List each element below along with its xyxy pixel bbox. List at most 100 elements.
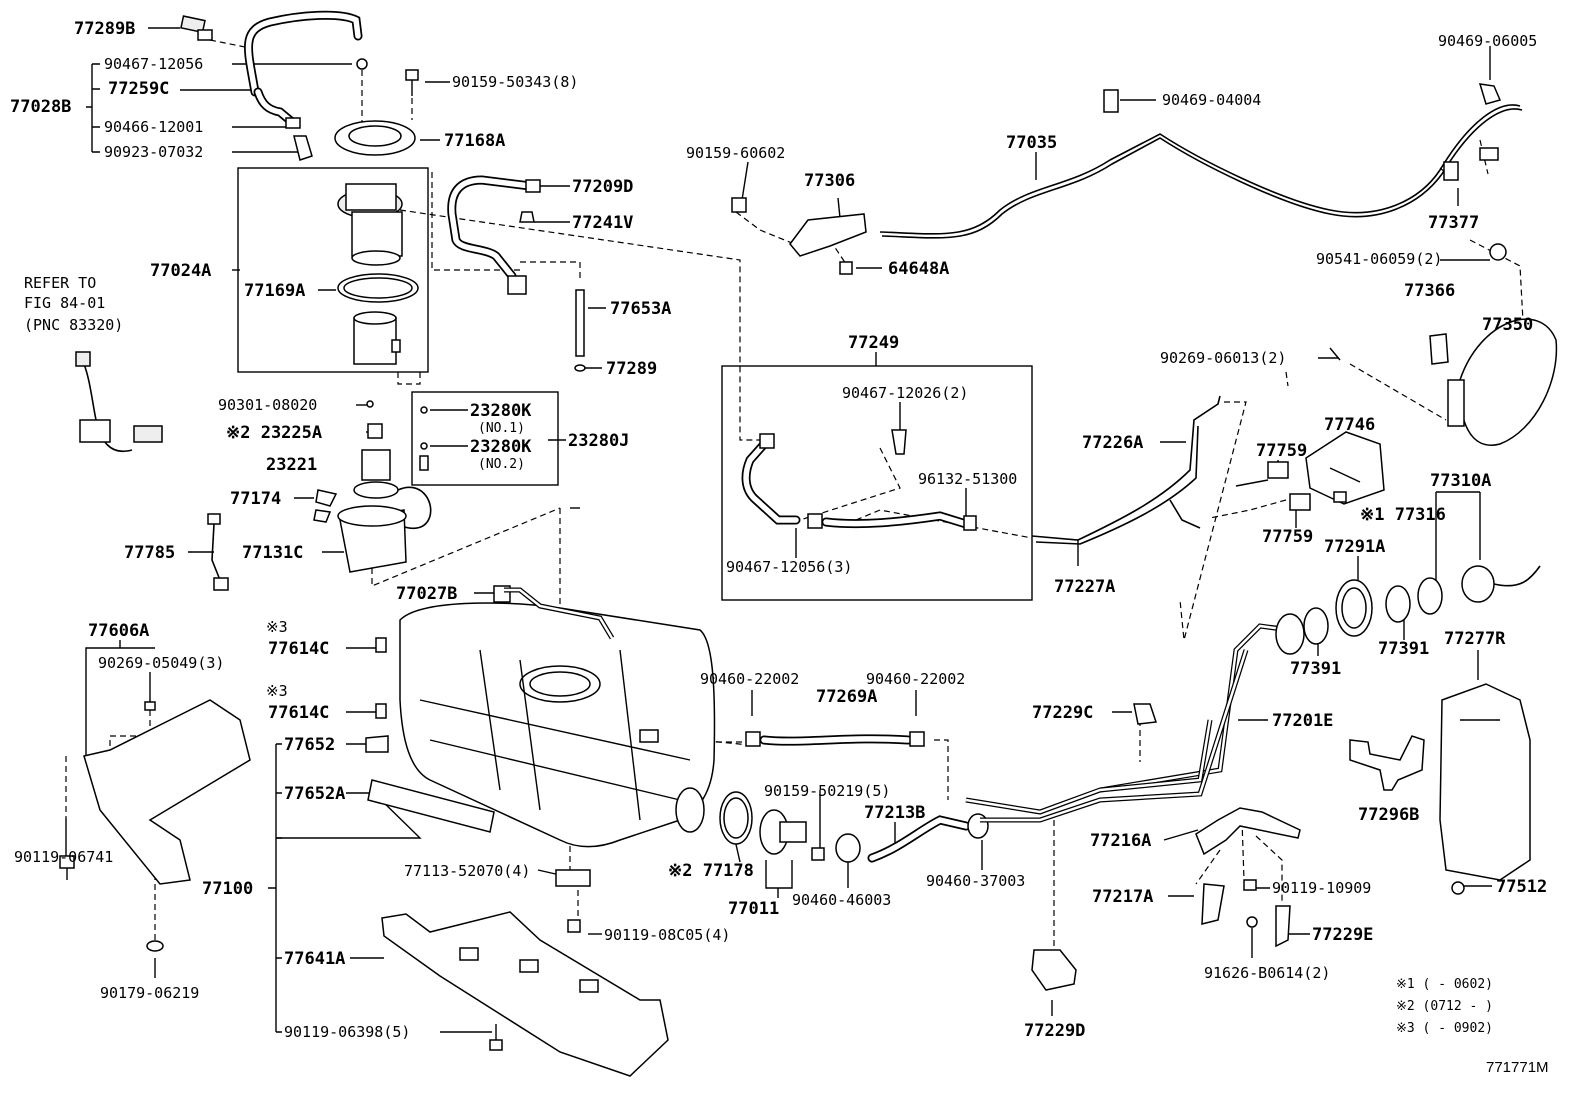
label-77201E: 77201E: [1272, 711, 1333, 731]
label-91626-B0614: 91626-B0614(2): [1204, 964, 1330, 982]
label-77269A: 77269A: [816, 687, 877, 707]
sensor-assembly-box: [411, 391, 559, 486]
label-77178: ※2 77178: [668, 861, 754, 881]
label-90469-06005: 90469-06005: [1438, 32, 1537, 50]
label-90460-46003: 90460-46003: [792, 891, 891, 909]
label-77759-a: 77759: [1256, 441, 1307, 461]
label-77209D: 77209D: [572, 177, 633, 197]
label-77296B: 77296B: [1358, 805, 1419, 825]
label-90541-06059: 90541-06059(2): [1316, 250, 1442, 268]
label-90269-06013: 90269-06013(2): [1160, 349, 1286, 367]
label-refer-1: REFER TO: [24, 274, 96, 292]
label-77652: 77652: [284, 735, 335, 755]
part-labels: 77289B 90467-12056 77259C 77028B 90466-1…: [10, 19, 1547, 1041]
label-23280K-no1: 23280K: [470, 401, 532, 421]
label-77131C: 77131C: [242, 543, 303, 563]
label-77289B: 77289B: [74, 19, 135, 39]
label-77785: 77785: [124, 543, 175, 563]
label-77746: 77746: [1324, 415, 1375, 435]
label-90159-60602: 90159-60602: [686, 144, 785, 162]
label-77306: 77306: [804, 171, 855, 191]
label-77316: ※1 77316: [1360, 505, 1446, 525]
label-77759-b: 77759: [1262, 527, 1313, 547]
label-77350: 77350: [1482, 315, 1533, 335]
label-77652A: 77652A: [284, 784, 345, 804]
label-23280K-no1-note: (NO.1): [478, 421, 525, 436]
label-90467-12056-3: 90467-12056(3): [726, 558, 852, 576]
label-90466-12001: 90466-12001: [104, 118, 203, 136]
label-77289: 77289: [606, 359, 657, 379]
label-77229E: 77229E: [1312, 925, 1373, 945]
vent-hose-kit-box: [721, 365, 1033, 601]
label-77366: 77366: [1404, 281, 1455, 301]
label-64648A: 64648A: [888, 259, 949, 279]
label-96132-51300: 96132-51300: [918, 470, 1017, 488]
label-90119-08C05: 90119-08C05(4): [604, 926, 730, 944]
figure-id: 771771M: [1486, 1059, 1549, 1076]
label-77217A: 77217A: [1092, 887, 1153, 907]
label-90119-06741: 90119-06741: [14, 848, 113, 866]
footnote-2: ※2 (0712 - ): [1396, 999, 1493, 1014]
footnotes: ※1 ( - 0602) ※2 (0712 - ) ※3 ( - 0902) 7…: [1396, 977, 1549, 1076]
label-77113-52070: 77113-52070(4): [404, 862, 530, 880]
label-77377: 77377: [1428, 213, 1479, 233]
label-77614C-a: 77614C: [268, 639, 329, 659]
label-77614C-b-mark: ※3: [266, 682, 288, 700]
label-77226A: 77226A: [1082, 433, 1143, 453]
footnote-1: ※1 ( - 0602): [1396, 977, 1493, 992]
label-77606A: 77606A: [88, 621, 149, 641]
label-77614C-a-mark: ※3: [266, 618, 288, 636]
label-23225A: ※2 23225A: [226, 423, 322, 443]
label-90460-37003: 90460-37003: [926, 872, 1025, 890]
label-23280K-no2-note: (NO.2): [478, 457, 525, 472]
label-77391-a: 77391: [1290, 659, 1341, 679]
label-77291A: 77291A: [1324, 537, 1385, 557]
label-90469-04004: 90469-04004: [1162, 91, 1261, 109]
label-23221: 23221: [266, 455, 317, 475]
label-77277R: 77277R: [1444, 629, 1506, 649]
label-77027B: 77027B: [396, 584, 457, 604]
part-drawings: [59, 10, 1558, 1077]
label-77168A: 77168A: [444, 131, 505, 151]
label-77614C-b: 77614C: [268, 703, 329, 723]
label-90923-07032: 90923-07032: [104, 143, 203, 161]
label-90460-22002-b: 90460-22002: [866, 670, 965, 688]
leader-lines: [65, 27, 1492, 1033]
label-77100: 77100: [202, 879, 253, 899]
label-90467-12026: 90467-12026(2): [842, 384, 968, 402]
label-77229D: 77229D: [1024, 1021, 1085, 1041]
dashed-lines: [65, 39, 1525, 946]
label-77227A: 77227A: [1054, 577, 1115, 597]
label-77216A: 77216A: [1090, 831, 1151, 851]
label-77249: 77249: [848, 333, 899, 353]
label-77024A: 77024A: [150, 261, 211, 281]
label-77259C: 77259C: [108, 79, 169, 99]
label-refer-3: (PNC 83320): [24, 316, 123, 334]
label-77229C: 77229C: [1032, 703, 1093, 723]
label-77174: 77174: [230, 489, 281, 509]
label-77653A: 77653A: [610, 299, 671, 319]
footnote-3: ※3 ( - 0902): [1396, 1021, 1493, 1036]
pump-assembly-box: [237, 167, 429, 373]
label-90159-50219: 90159-50219(5): [764, 782, 890, 800]
label-77391-b: 77391: [1378, 639, 1429, 659]
label-77169A: 77169A: [244, 281, 305, 301]
label-90179-06219: 90179-06219: [100, 984, 199, 1002]
label-77512: 77512: [1496, 877, 1547, 897]
label-90269-05049: 90269-05049(3): [98, 654, 224, 672]
label-77028B: 77028B: [10, 97, 71, 117]
label-90159-50343: 90159-50343(8): [452, 73, 578, 91]
label-refer-2: FIG 84-01: [24, 294, 105, 312]
label-90467-12056: 90467-12056: [104, 55, 203, 73]
label-90119-06398: 90119-06398(5): [284, 1023, 410, 1041]
label-90119-10909: 90119-10909: [1272, 879, 1371, 897]
label-90301-08020: 90301-08020: [218, 396, 317, 414]
label-77310A: 77310A: [1430, 471, 1491, 491]
label-77641A: 77641A: [284, 949, 345, 969]
label-23280K-no2: 23280K: [470, 437, 532, 457]
label-77213B: 77213B: [864, 803, 925, 823]
label-77011: 77011: [728, 899, 779, 919]
label-77035: 77035: [1006, 133, 1057, 153]
label-90460-22002-a: 90460-22002: [700, 670, 799, 688]
